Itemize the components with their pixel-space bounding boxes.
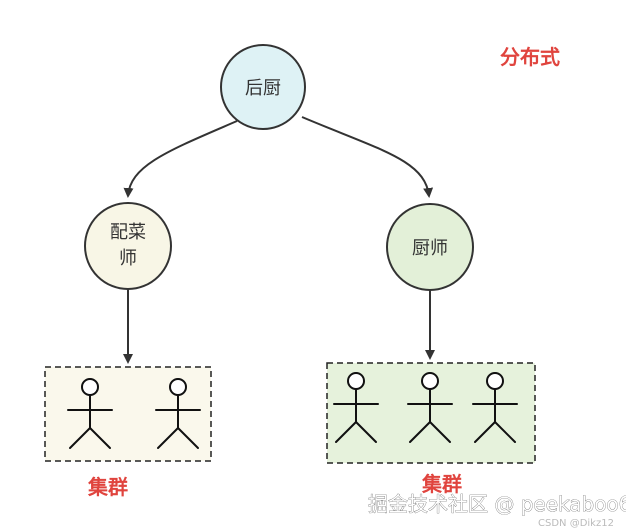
cluster-left-label: 集群 <box>87 475 128 499</box>
node-left-label-line2: 师 <box>119 248 137 269</box>
node-left: 配菜 师 <box>84 202 172 290</box>
edge-root-to-left <box>123 120 238 198</box>
person-icon <box>333 372 379 443</box>
node-left-label-line1: 配菜 <box>110 222 146 243</box>
node-right-circle <box>386 203 474 291</box>
node-right-label: 厨师 <box>412 238 448 259</box>
person-icon <box>155 378 201 449</box>
node-right: 厨师 <box>386 203 474 291</box>
node-root-circle <box>220 44 306 130</box>
diagram-title: 分布式 <box>500 45 560 69</box>
node-left-circle <box>84 202 172 290</box>
person-icon <box>407 372 453 443</box>
cluster-right-label: 集群 <box>421 472 462 496</box>
person-icon <box>67 378 113 449</box>
cluster-left <box>44 366 212 462</box>
node-root-label: 后厨 <box>245 78 281 99</box>
watermark-main: 掘金技术社区 @ peekaboo666 <box>368 492 626 516</box>
node-root: 后厨 <box>220 44 306 130</box>
cluster-right <box>326 362 536 464</box>
person-icon <box>472 372 518 443</box>
watermark-small: CSDN @Dikz12 <box>538 518 614 529</box>
edge-root-to-right <box>301 116 434 198</box>
